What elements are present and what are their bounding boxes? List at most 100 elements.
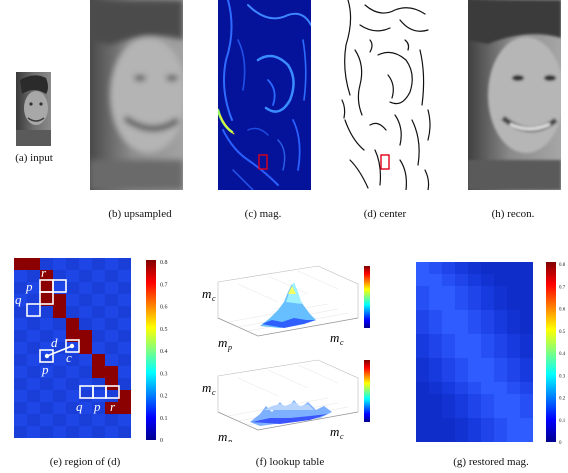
restored-cell (494, 310, 507, 322)
heatmap-cell (53, 294, 66, 306)
restored-cell (481, 370, 494, 382)
heatmap-cell (53, 318, 66, 330)
heatmap-cell (53, 414, 66, 426)
restored-cell (442, 430, 455, 442)
heatmap-cell (118, 366, 131, 378)
restored-cell (416, 298, 429, 310)
colorbar-e-tick: 0.7 (160, 282, 168, 288)
restored-cell (416, 310, 429, 322)
restored-cell (481, 274, 494, 286)
heatmap-cell (105, 270, 118, 282)
heatmap-cell (118, 354, 131, 366)
colorbar-e-tick: 0.3 (160, 371, 168, 377)
heatmap-cell (27, 258, 40, 270)
restored-cell (481, 382, 494, 394)
restored-cell (468, 370, 481, 382)
heatmap-cell (53, 366, 66, 378)
restored-cell (507, 370, 520, 382)
heatmap-cell (79, 342, 92, 354)
restored-cell (429, 322, 442, 334)
heatmap-cell (92, 366, 105, 378)
heatmap-cell (79, 330, 92, 342)
heatmap-cell (118, 294, 131, 306)
restored-cell (442, 406, 455, 418)
restored-cell (481, 406, 494, 418)
bot-y-label: m (330, 424, 339, 439)
colorbar-g-tick: 0.2 (559, 397, 566, 402)
colorbar-e-tick: 0 (160, 438, 163, 444)
heatmap-cell (14, 414, 27, 426)
heatmap-cell (53, 342, 66, 354)
heatmap-cell (92, 282, 105, 294)
bot-x-sub: p (227, 437, 232, 442)
restored-cell (481, 286, 494, 298)
restored-cell (481, 298, 494, 310)
heatmap-cell (66, 294, 79, 306)
heatmap-cell (53, 330, 66, 342)
restored-cell (468, 298, 481, 310)
colorbar-e-tick: 0.1 (160, 416, 168, 422)
restored-cell (455, 310, 468, 322)
restored-cell (429, 346, 442, 358)
heatmap-cell (14, 306, 27, 318)
restored-cell (520, 358, 533, 370)
heatmap-cell (92, 342, 105, 354)
heatmap-cell (53, 306, 66, 318)
restored-cell (481, 262, 494, 274)
restored-cell (520, 430, 533, 442)
restored-cell (416, 382, 429, 394)
heatmap-cell (27, 294, 40, 306)
restored-cell (455, 358, 468, 370)
colorbar-g-tick: 0 (559, 441, 562, 446)
restored-cell (481, 310, 494, 322)
heatmap-cell (105, 294, 118, 306)
restored-cell (520, 310, 533, 322)
restored-cell (442, 274, 455, 286)
restored-cell (468, 334, 481, 346)
restored-cell (494, 286, 507, 298)
restored-cell (442, 310, 455, 322)
heatmap-cell (105, 378, 118, 390)
restored-cell (442, 394, 455, 406)
restored-cell (442, 358, 455, 370)
restored-cell (455, 394, 468, 406)
heatmap-cell (79, 270, 92, 282)
colorbar-e-tick: 0.8 (160, 260, 168, 266)
top-z-label: m (202, 286, 211, 301)
restored-cell (429, 262, 442, 274)
colorbar-e (146, 260, 156, 440)
top-x-sub: p (227, 343, 232, 352)
label-q2: q (76, 399, 83, 414)
heatmap-cell (79, 318, 92, 330)
heatmap-cell (14, 318, 27, 330)
heatmap-cell (66, 426, 79, 438)
heatmap-cell (105, 390, 118, 402)
restored-cell (455, 370, 468, 382)
heatmap-cell (92, 294, 105, 306)
heatmap-cell (27, 402, 40, 414)
heatmap-cell (92, 318, 105, 330)
restored-cell (468, 394, 481, 406)
heatmap-cell (66, 378, 79, 390)
heatmap-cell (40, 270, 53, 282)
colorbar-e-tick: 0.4 (160, 349, 168, 355)
heatmap-cell (79, 390, 92, 402)
restored-cell (468, 418, 481, 430)
restored-cell (429, 334, 442, 346)
heatmap-cell (79, 414, 92, 426)
restored-cell (507, 346, 520, 358)
restored-cell (442, 370, 455, 382)
restored-cell (481, 430, 494, 442)
restored-cell (507, 418, 520, 430)
caption-b: (b) upsampled (108, 208, 172, 220)
restored-cell (507, 430, 520, 442)
restored-cell (468, 430, 481, 442)
heatmap-cell (14, 294, 27, 306)
colorbar-e-tick: 0.6 (160, 305, 168, 311)
restored-cell (455, 274, 468, 286)
heatmap-cell (79, 306, 92, 318)
heatmap-cell (14, 258, 27, 270)
heatmap-cell (27, 354, 40, 366)
heatmap-cell (105, 426, 118, 438)
restored-cell (429, 418, 442, 430)
